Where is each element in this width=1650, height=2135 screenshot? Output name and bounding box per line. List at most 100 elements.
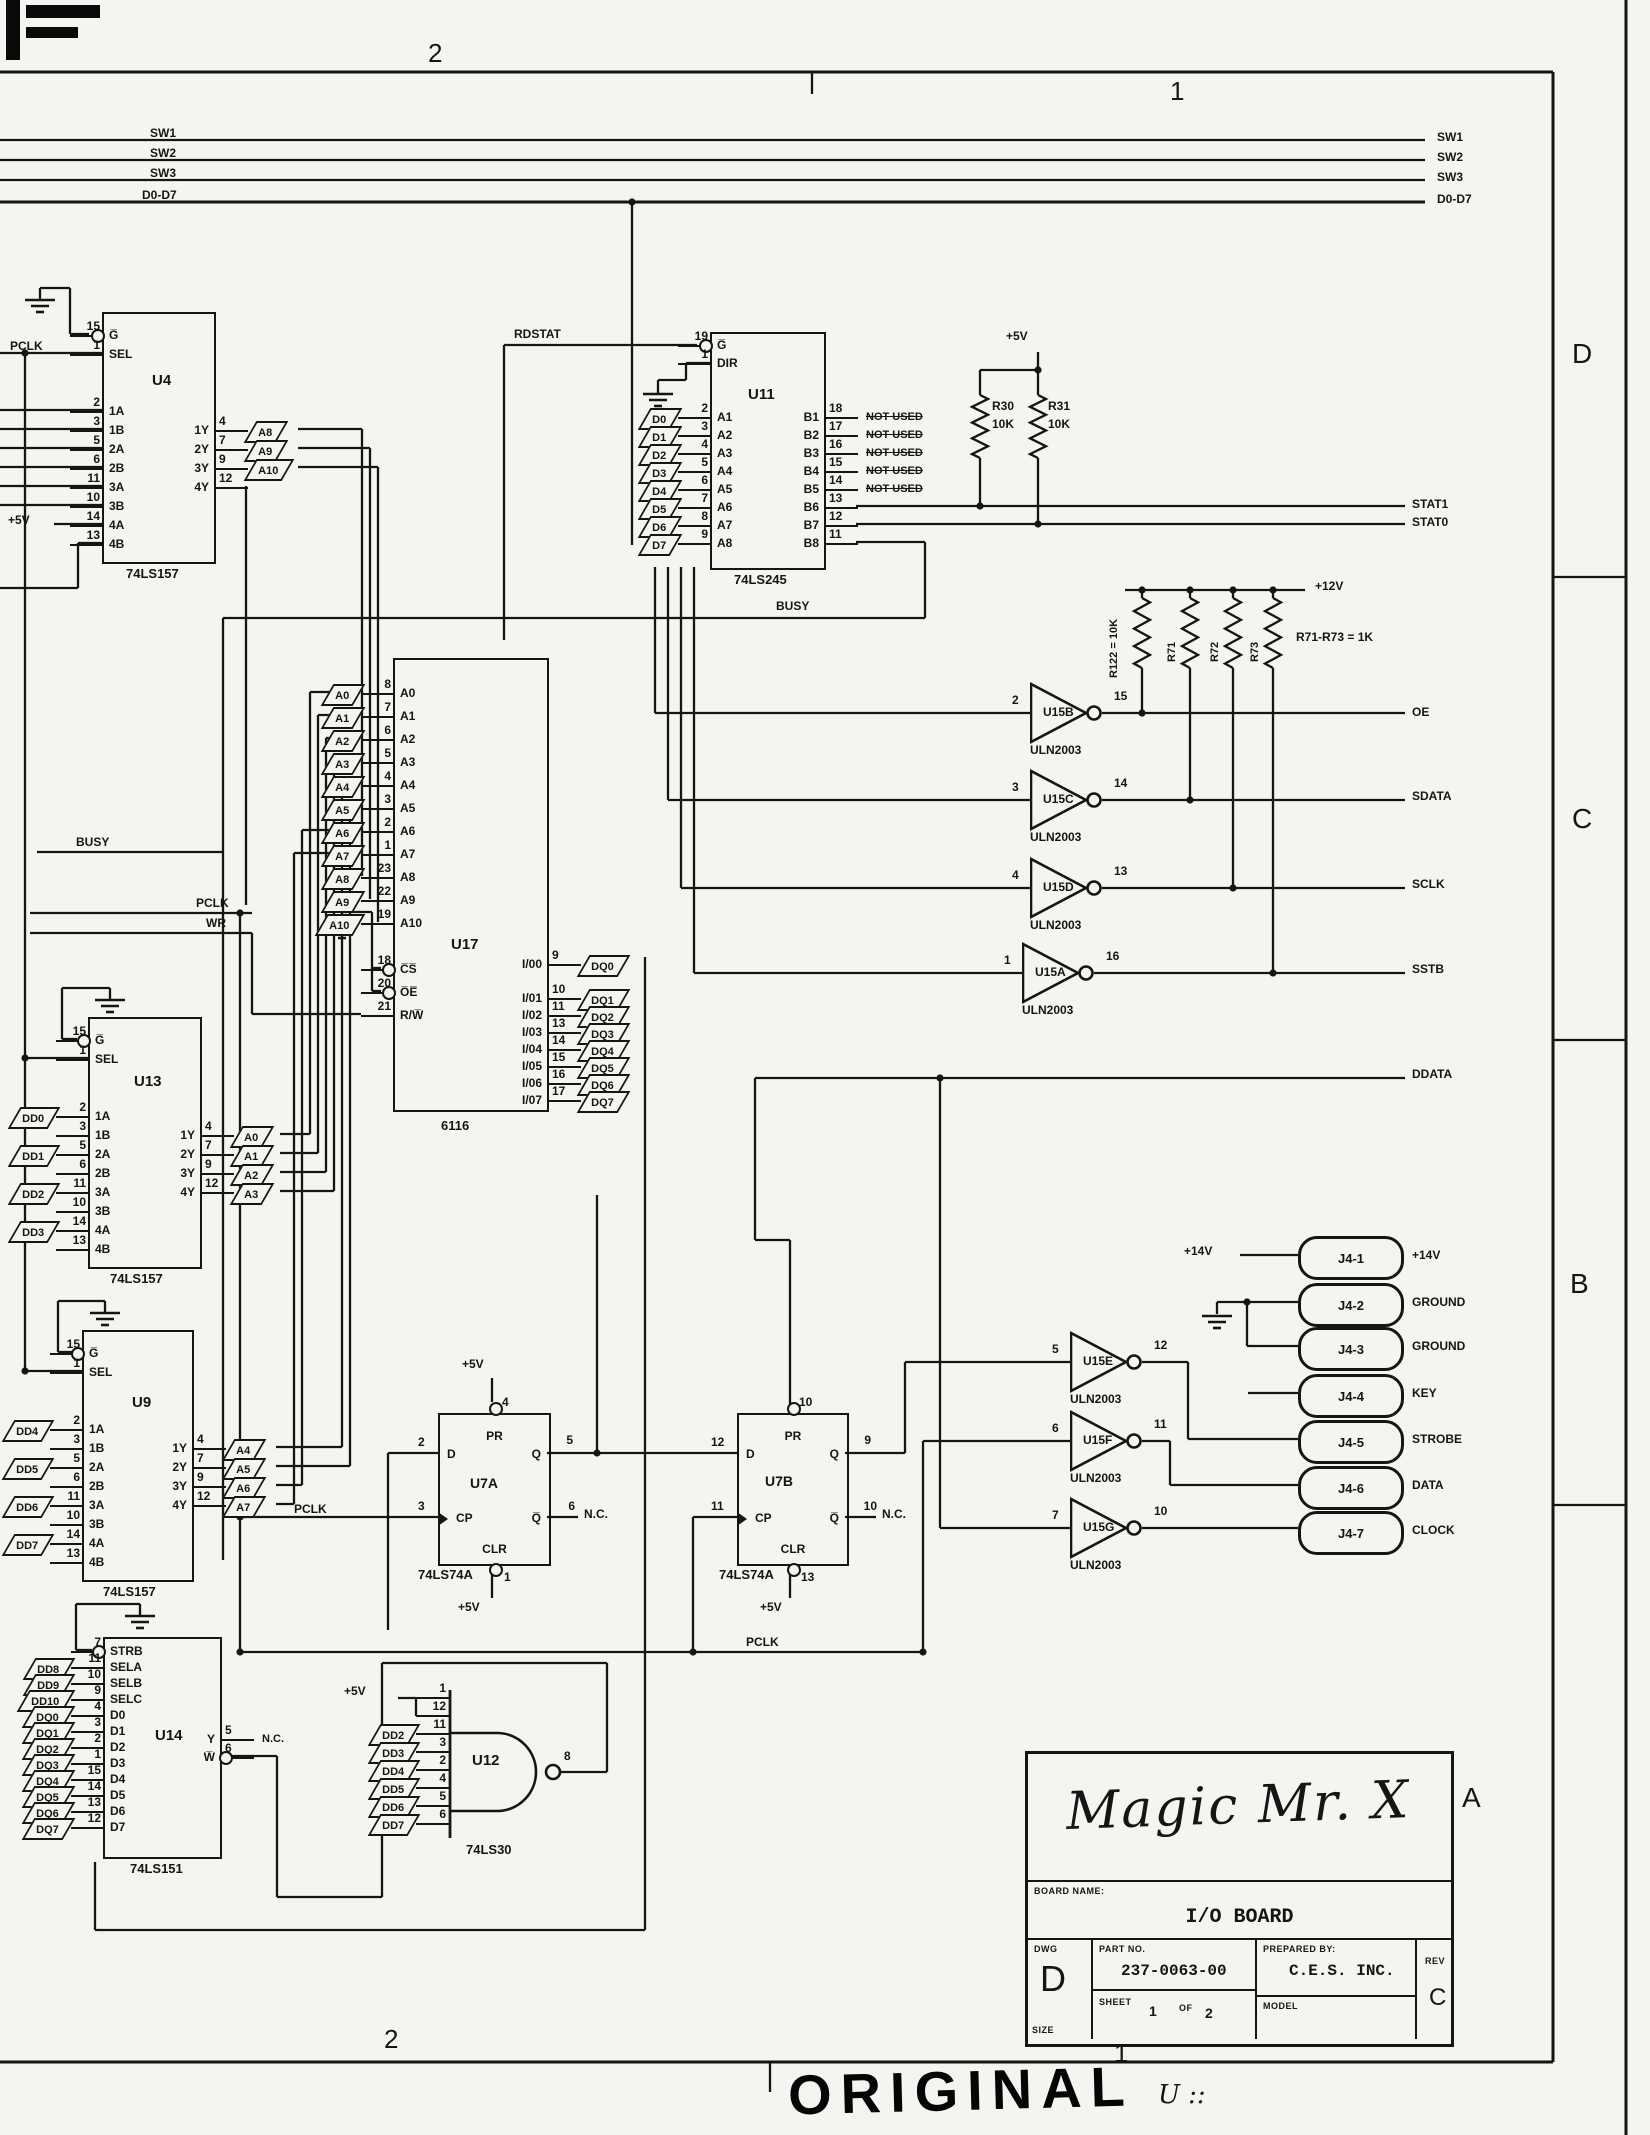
pin-wire <box>678 452 712 456</box>
pin-wire <box>56 1229 90 1233</box>
pin-wire <box>416 1768 450 1772</box>
pin-name: 1B <box>95 1128 111 1142</box>
net-flag-shape: A10 <box>314 914 366 936</box>
pin-number: 2 <box>1012 693 1019 707</box>
pin-number: 18 <box>829 401 843 415</box>
chip-ref: U11 <box>748 386 775 403</box>
pin-wire <box>824 524 858 528</box>
pin-wire <box>71 1698 105 1702</box>
pin-name: B3 <box>803 446 819 460</box>
net-label: NOT USED <box>866 483 923 495</box>
pin-name: 4Y <box>172 1498 187 1512</box>
resistor-note: R71-R73 = 1K <box>1296 630 1374 644</box>
pin-number: 13 <box>801 1570 815 1584</box>
pin-wire <box>547 1082 581 1086</box>
pin-wire <box>361 738 395 742</box>
resistor-ref: R72 <box>1209 641 1221 662</box>
pin-number: 4 <box>219 414 226 428</box>
pin-wire <box>56 1248 90 1252</box>
net-label: DD7 <box>16 1540 39 1552</box>
pin-name: CLR <box>482 1542 507 1556</box>
pin-number: 6 <box>701 473 708 487</box>
resistor-ref: R71 <box>1166 641 1178 662</box>
pin-name: 1B <box>109 423 125 437</box>
pin-wire <box>50 1447 84 1451</box>
pin-name: 3A <box>95 1185 111 1199</box>
pin-number: 16 <box>552 1067 566 1081</box>
pin-number: 7 <box>219 433 226 447</box>
net-label-pclk: PCLK <box>294 1502 327 1516</box>
net-flag: A5 <box>320 799 366 821</box>
chip-part-label: ULN2003 <box>1030 918 1082 932</box>
resistor-ref: R122 = 10K <box>1108 618 1120 678</box>
pin-name: 4B <box>95 1242 111 1256</box>
pin-name: G̅ <box>109 328 119 342</box>
chip-part-label: 74LS74A <box>418 1567 473 1582</box>
grid-col-1: 1 <box>1170 76 1185 106</box>
scan-artifact <box>26 27 78 38</box>
pin-wire <box>678 470 712 474</box>
connector-pin: J4-3 <box>1298 1327 1404 1371</box>
power-label-5v: +5V <box>462 1357 484 1371</box>
pin-name: 2Y <box>180 1147 195 1161</box>
net-flag: A7 <box>320 845 366 867</box>
pin-name: 3A <box>89 1498 105 1512</box>
pin-name: CP <box>755 1511 772 1525</box>
pin-number: 14 <box>1114 776 1128 790</box>
pin-number: 4 <box>701 437 708 451</box>
handwritten-note: U :: <box>1158 2080 1206 2110</box>
clock-wedge-icon <box>737 1512 747 1526</box>
pin-wire <box>361 968 395 972</box>
pin-name: C̅S̅ <box>400 962 417 976</box>
pin-number: 1 <box>79 1043 86 1057</box>
pin-wire <box>70 410 104 414</box>
pin-number: 13 <box>552 1016 566 1030</box>
connector-pin: J4-7 <box>1298 1511 1404 1555</box>
pin-number: 14 <box>72 1214 86 1228</box>
pin-name: 2B <box>95 1166 111 1180</box>
pin-number: 5 <box>225 1723 232 1737</box>
buffer-u15b: 2 15 U15B ULN2003 <box>1012 681 1180 763</box>
net-label: DQ7 <box>591 1097 614 1109</box>
pin-name: B5 <box>803 482 819 496</box>
pin-name: W̅ <box>203 1750 215 1764</box>
inverter-bubble <box>699 338 713 353</box>
pin-number: 5 <box>384 746 391 760</box>
pin-number: 12 <box>87 1811 101 1825</box>
pin-number: 8 <box>701 509 708 523</box>
pin-wire <box>416 1804 450 1808</box>
board-title-script: Magic Mr. X <box>1065 1770 1412 1842</box>
pin-wire <box>56 1210 90 1214</box>
resistor-ref: R31 <box>1048 399 1071 413</box>
net-flag: DQ0 <box>576 955 630 977</box>
pin-wire <box>416 1750 450 1754</box>
pin-name: D1 <box>110 1724 126 1738</box>
pin-name: 3B <box>109 499 125 513</box>
pin-name: SELB <box>110 1676 143 1690</box>
pin-number: 21 <box>377 999 391 1013</box>
pin-name: 1A <box>89 1422 105 1436</box>
pin-number: 2 <box>93 395 100 409</box>
net-label: DQ0 <box>591 961 614 973</box>
chip-ref: U15B <box>1043 705 1074 719</box>
net-flag-shape: DD7 <box>367 1814 421 1836</box>
rev-label: REV <box>1425 1956 1446 1966</box>
net-flag-shape: DQ7 <box>576 1091 630 1113</box>
inverter-bubble <box>489 1563 503 1577</box>
pin-wire <box>56 1172 90 1176</box>
connector-pin: J4-4 <box>1298 1374 1404 1418</box>
net-flag: A7 <box>221 1496 267 1518</box>
net-label-sstb: SSTB <box>1412 962 1445 976</box>
pin-wire <box>70 543 104 547</box>
pin-wire <box>70 467 104 471</box>
net-label-oe: OE <box>1412 705 1430 719</box>
pin-wire <box>547 1014 581 1018</box>
pin-wire <box>361 784 395 788</box>
pin-wire <box>547 1048 581 1052</box>
pin-wire <box>547 1099 581 1103</box>
net-flag: DD0 <box>7 1107 61 1129</box>
